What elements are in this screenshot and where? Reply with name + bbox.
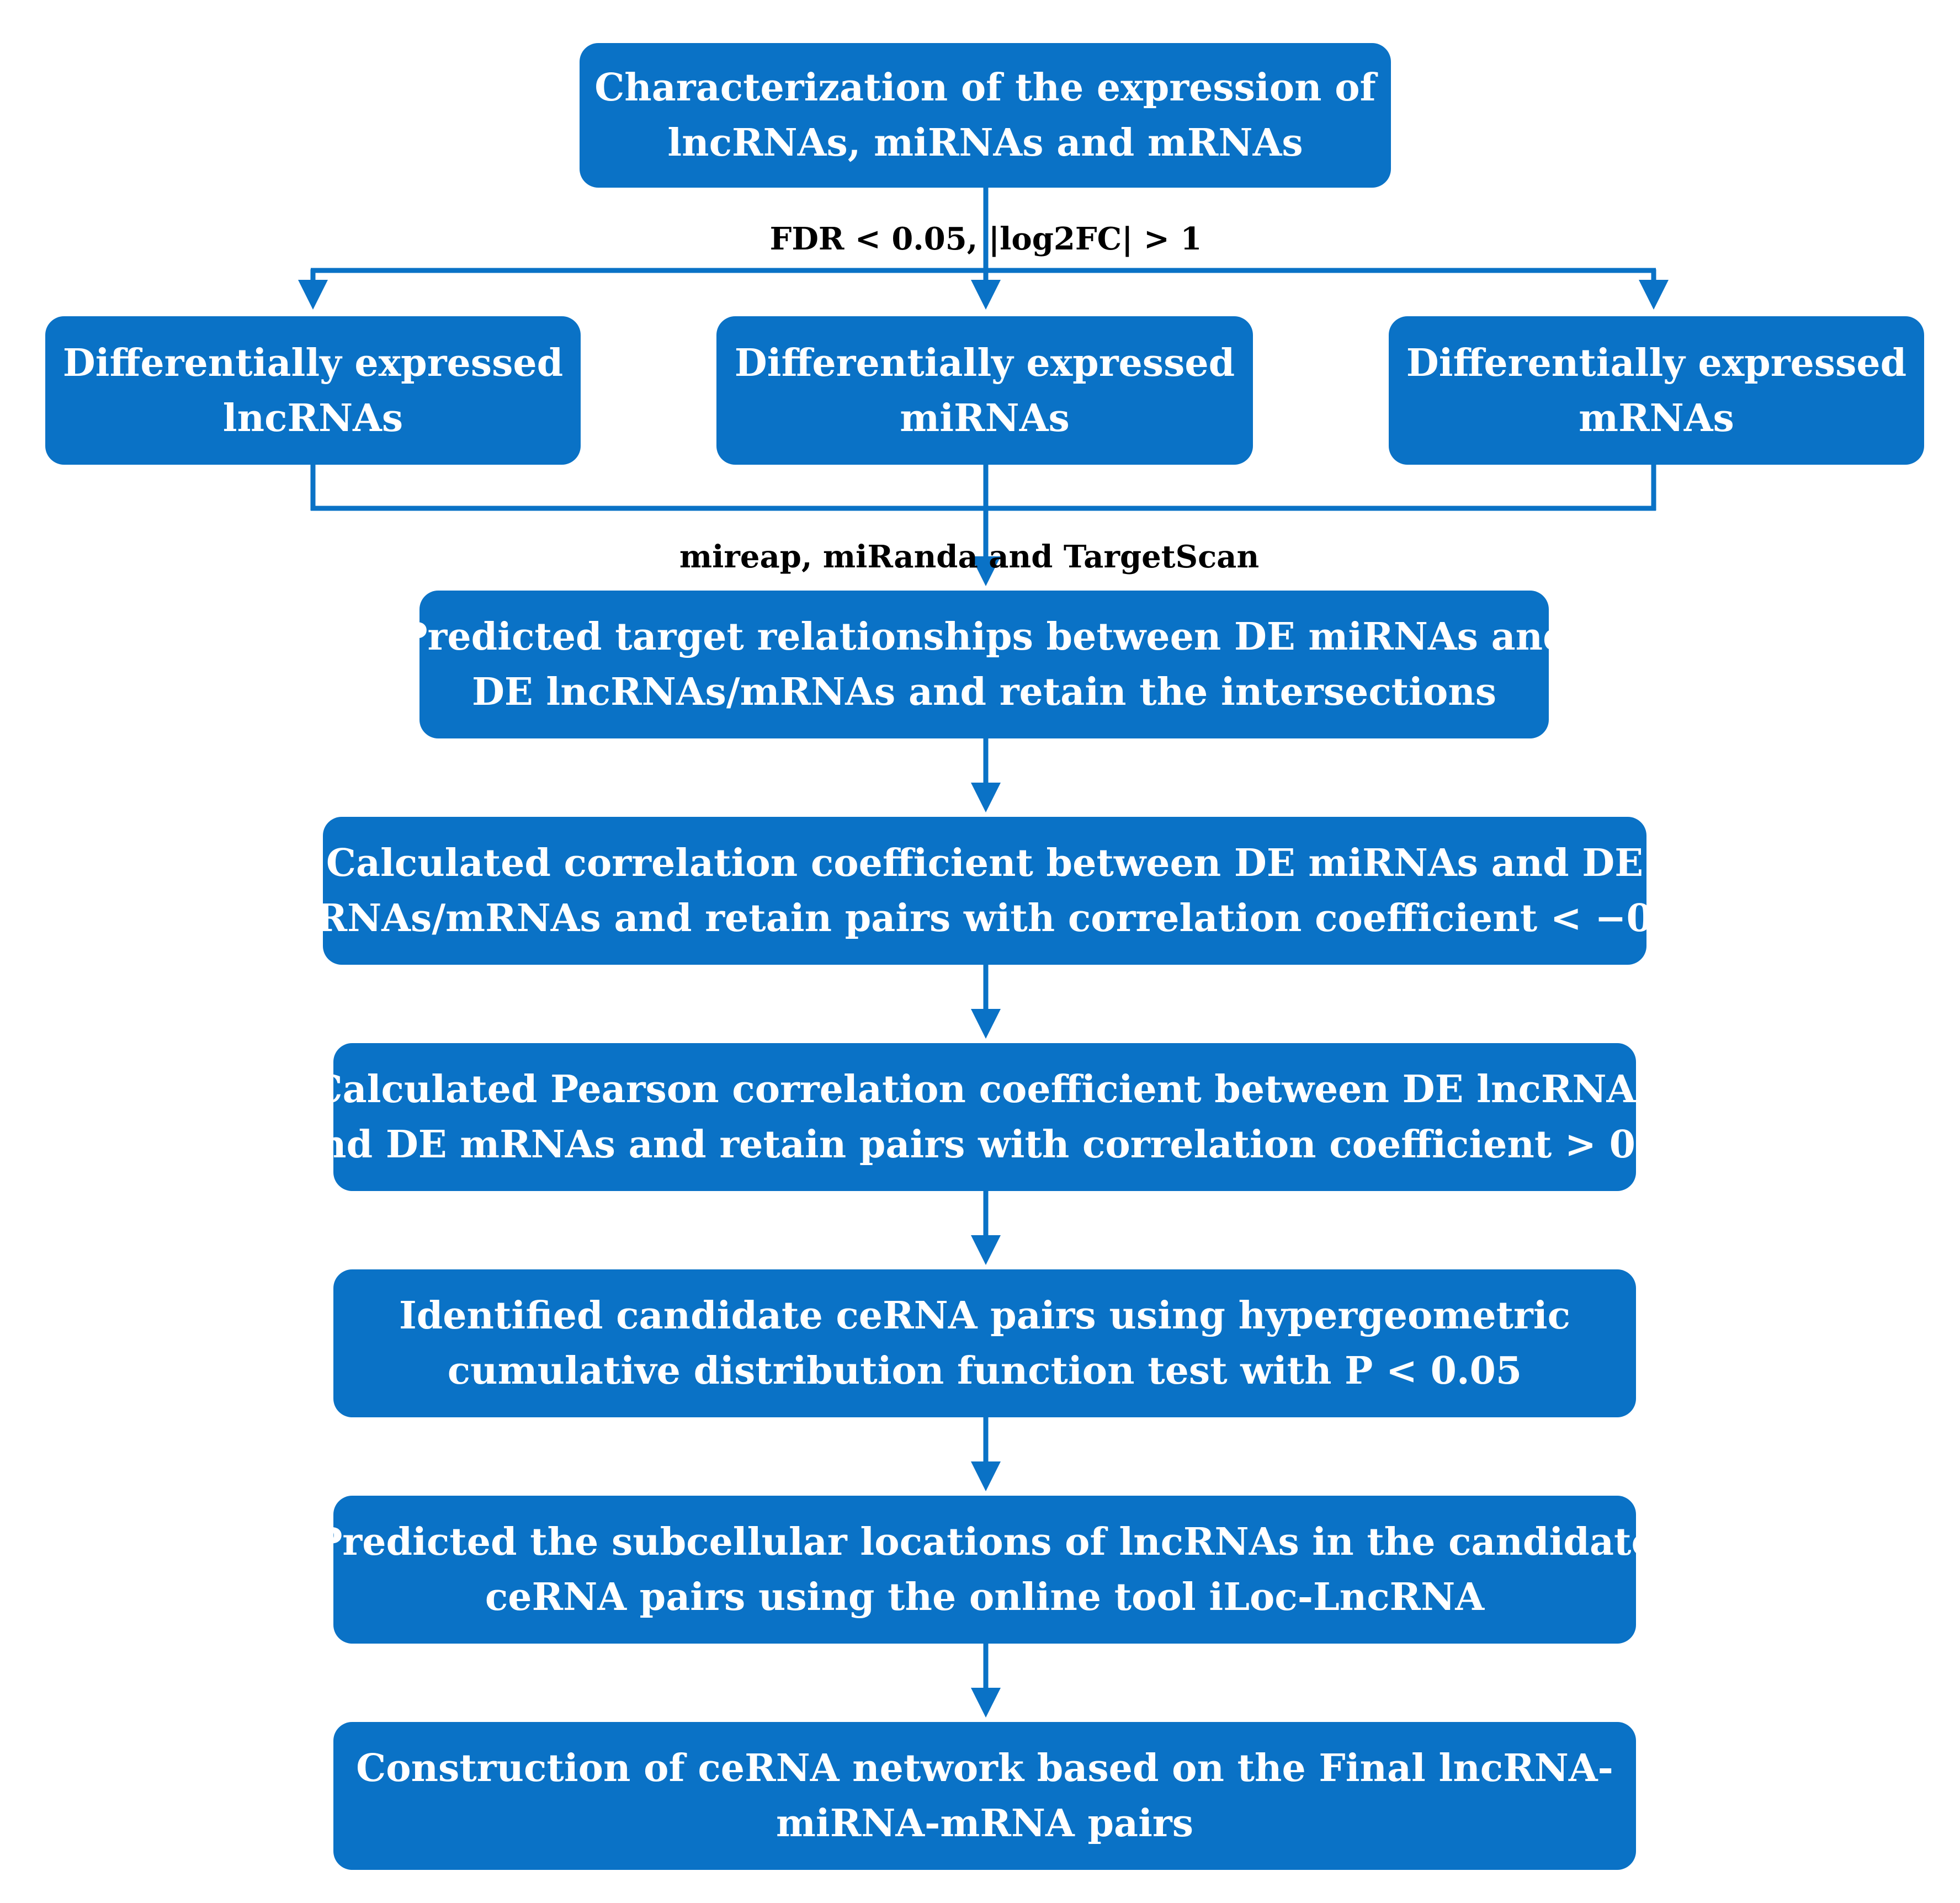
- pearson-line-2: and DE mRNAs and retain pairs with corre…: [295, 1123, 1675, 1167]
- filter-label: FDR < 0.05, |log2FC| > 1: [769, 221, 1202, 257]
- de-lncrnas-line-1: Differentially expressed: [62, 341, 564, 385]
- network-line-2: miRNA-mRNA pairs: [775, 1801, 1194, 1846]
- correlation-mirna-box: Calculated correlation coefficient betwe…: [252, 817, 1718, 965]
- candidate-cerna-line-1: Identified candidate ceRNA pairs using h…: [399, 1294, 1571, 1338]
- predicted-targets-box: Predicted target relationships between D…: [399, 591, 1569, 738]
- characterization-line-1: Characterization of the expression of: [594, 66, 1376, 110]
- tools-label: mireap, miRanda and TargetScan: [679, 539, 1260, 575]
- pearson-line-1: Calculated Pearson correlation coefficie…: [312, 1067, 1657, 1112]
- de-mrnas-box: Differentially expressed mRNAs: [1389, 316, 1924, 465]
- candidate-cerna-line-2: cumulative distribution function test wi…: [447, 1349, 1522, 1393]
- subcellular-box: Predicted the subcellular locations of l…: [314, 1496, 1655, 1644]
- network-box: Construction of ceRNA network based on t…: [333, 1722, 1636, 1870]
- de-mrnas-line-1: Differentially expressed: [1406, 341, 1907, 385]
- de-mirnas-line-2: miRNAs: [900, 396, 1070, 440]
- characterization-line-2: lncRNAs, miRNAs and mRNAs: [667, 121, 1303, 165]
- network-line-1: Construction of ceRNA network based on t…: [356, 1746, 1613, 1790]
- predicted-targets-line-1: Predicted target relationships between D…: [399, 615, 1569, 659]
- predicted-targets-line-2: DE lncRNAs/mRNAs and retain the intersec…: [471, 670, 1497, 714]
- correlation-mirna-line-2: lncRNAs/mRNAs and retain pairs with corr…: [251, 896, 1718, 940]
- de-mrnas-line-2: mRNAs: [1579, 396, 1734, 440]
- de-mirnas-box: Differentially expressed miRNAs: [716, 316, 1253, 465]
- de-mirnas-line-1: Differentially expressed: [734, 341, 1235, 385]
- subcellular-line-1: Predicted the subcellular locations of l…: [314, 1520, 1655, 1564]
- pearson-box: Calculated Pearson correlation coefficie…: [295, 1043, 1675, 1191]
- characterization-box: Characterization of the expression of ln…: [580, 43, 1391, 188]
- de-lncrnas-line-2: lncRNAs: [222, 396, 403, 440]
- candidate-cerna-box: Identified candidate ceRNA pairs using h…: [333, 1269, 1636, 1417]
- correlation-mirna-line-1: Calculated correlation coefficient betwe…: [326, 841, 1644, 885]
- subcellular-line-2: ceRNA pairs using the online tool iLoc-L…: [485, 1575, 1485, 1619]
- de-lncrnas-box: Differentially expressed lncRNAs: [45, 316, 581, 465]
